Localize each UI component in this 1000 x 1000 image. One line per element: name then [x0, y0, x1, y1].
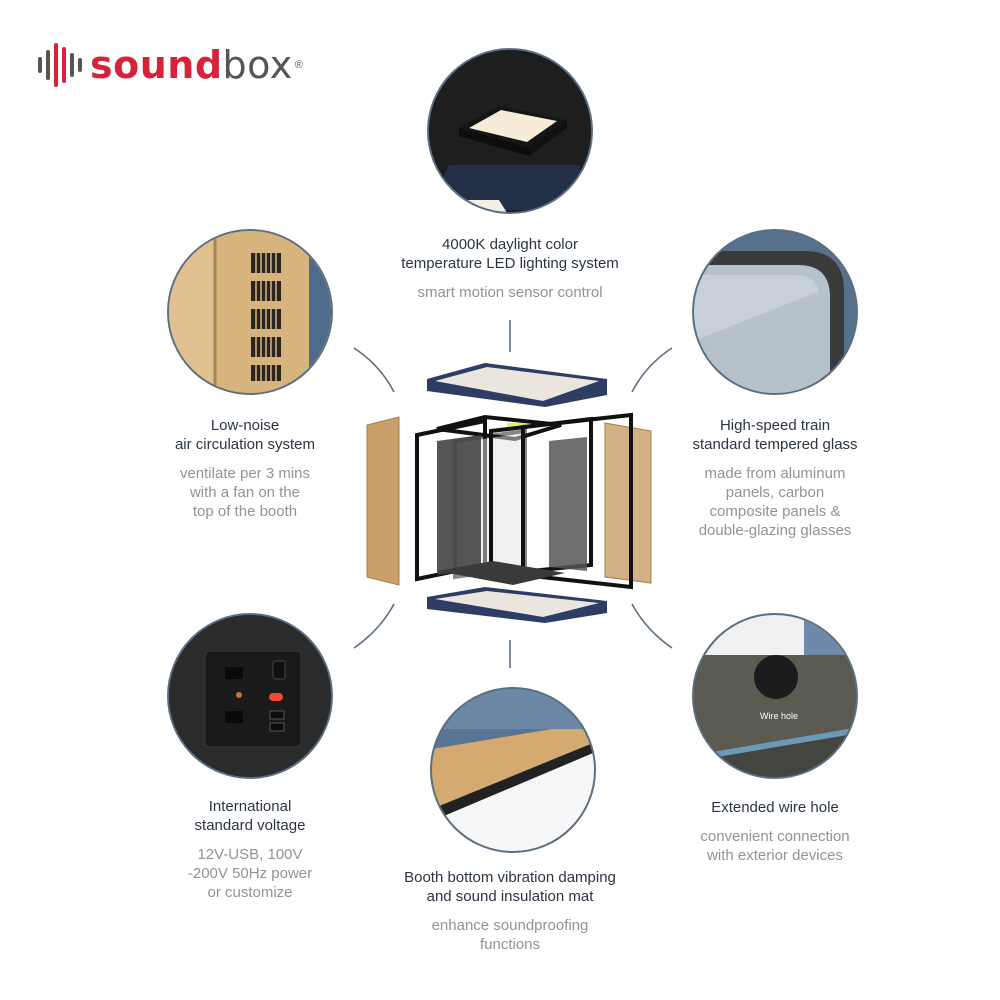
- glass-desc-line1: made from aluminum: [704, 465, 846, 482]
- glass-title-line1: High-speed train: [719, 417, 831, 434]
- voltage-desc-line3: or customize: [207, 884, 293, 901]
- power-socket-icon: [167, 613, 333, 779]
- lighting-desc: smart motion sensor control: [360, 283, 660, 302]
- air-desc: ventilate per 3 mins with a fan on the t…: [130, 464, 360, 521]
- registered-mark: ®: [294, 59, 303, 71]
- mat-desc-line2: functions: [479, 936, 541, 953]
- voltage-desc: 12V-USB, 100V -200V 50Hz power or custom…: [140, 845, 360, 902]
- voltage-title: International standard voltage: [140, 797, 360, 835]
- air-desc-line1: ventilate per 3 mins: [179, 465, 311, 482]
- voltage-title-line2: standard voltage: [194, 817, 306, 834]
- glass-desc-line4: double-glazing glasses: [698, 522, 852, 539]
- mat-desc-line1: enhance soundproofing: [431, 917, 589, 934]
- voltage-desc-line1: 12V-USB, 100V: [197, 846, 303, 863]
- brand-name-sound: sound: [90, 43, 223, 87]
- tempered-glass-corner-icon: [692, 229, 858, 395]
- soundwave-icon: [38, 43, 82, 87]
- air-title-line2: air circulation system: [174, 436, 316, 453]
- glass-desc-line3: composite panels &: [709, 503, 841, 520]
- brand-name-box: box: [222, 43, 293, 87]
- booth-exploded-view: [366, 363, 652, 623]
- led-ceiling-light-icon: [427, 48, 593, 214]
- wire-hole-icon: Wire hole: [692, 613, 858, 779]
- lighting-title-line2: temperature LED lighting system: [401, 255, 619, 272]
- wire-title: Extended wire hole: [660, 798, 890, 817]
- ventilation-grille-icon: [167, 229, 333, 395]
- glass-title: High-speed train standard tempered glass: [660, 416, 890, 454]
- wire-desc: convenient connection with exterior devi…: [660, 827, 890, 865]
- glass-title-line2: standard tempered glass: [692, 436, 858, 453]
- mat-desc: enhance soundproofing functions: [350, 916, 670, 954]
- wire-hole-label: Wire hole: [760, 711, 799, 721]
- voltage-desc-line2: -200V 50Hz power: [187, 865, 313, 882]
- floor-mat-icon: [430, 687, 596, 853]
- glass-desc: made from aluminum panels, carbon compos…: [660, 464, 890, 540]
- wire-desc-line1: convenient connection: [700, 828, 850, 845]
- air-title: Low-noise air circulation system: [130, 416, 360, 454]
- lighting-title: 4000K daylight color temperature LED lig…: [360, 235, 660, 273]
- voltage-title-line1: International: [208, 798, 292, 815]
- air-desc-line2: with a fan on the: [189, 484, 301, 501]
- air-title-line1: Low-noise: [210, 417, 280, 434]
- wire-desc-line2: with exterior devices: [707, 847, 843, 864]
- brand-logo: sound box ®: [38, 40, 303, 90]
- wire-title-line1: Extended wire hole: [711, 799, 839, 816]
- air-desc-line3: top of the booth: [192, 503, 298, 520]
- lighting-desc-line1: smart motion sensor control: [417, 284, 603, 301]
- glass-desc-line2: panels, carbon: [725, 484, 825, 501]
- lighting-title-line1: 4000K daylight color: [442, 236, 578, 253]
- mat-title: Booth bottom vibration damping and sound…: [350, 868, 670, 906]
- mat-title-line2: and sound insulation mat: [426, 888, 594, 905]
- mat-title-line1: Booth bottom vibration damping: [404, 869, 616, 886]
